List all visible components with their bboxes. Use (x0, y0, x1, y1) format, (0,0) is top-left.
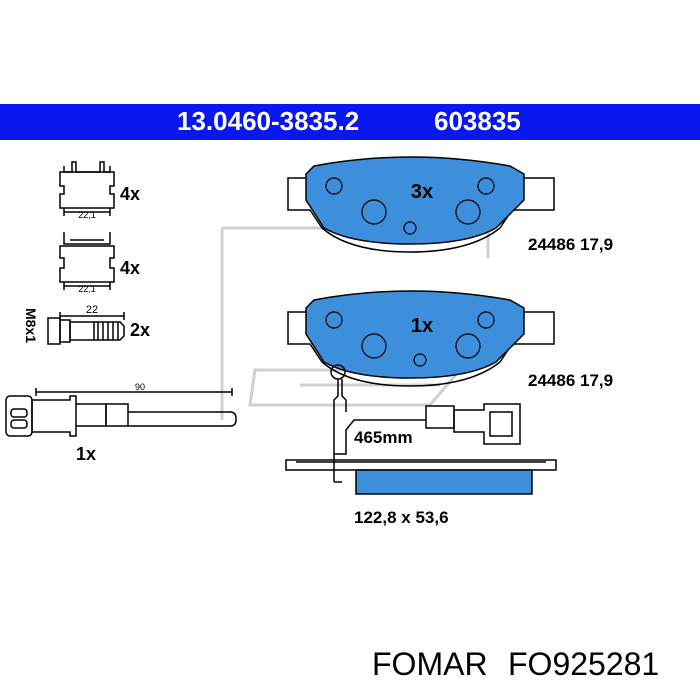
retaining-clip-a (59, 161, 115, 216)
product-code: FO925281 (508, 646, 660, 682)
sensor-dimension: 90 (135, 382, 145, 392)
clip-a-dimension: 22,1 (78, 210, 96, 220)
outer-pad-spec: 24486 17,9 (528, 235, 613, 254)
clip-b-dimension: 22,1 (78, 284, 96, 294)
brand-name: FOMAR (372, 646, 488, 682)
outer-pad-quantity: 3x (411, 181, 433, 203)
inner-pad-spec: 24486 17,9 (528, 371, 613, 390)
product-footer: FOMAR FO925281 (0, 640, 700, 690)
part-number: 13.0460-3835.2 (177, 106, 360, 136)
alt-part-number: 603835 (434, 106, 521, 136)
sensor-quantity: 1x (76, 444, 96, 464)
part-number-banner: 13.0460-3835.2 603835 (0, 104, 700, 140)
brake-pad-outer (287, 156, 555, 253)
retaining-clip-b (59, 232, 115, 290)
brake-pad-inner (287, 290, 555, 387)
clip-a-quantity: 4x (120, 184, 140, 204)
pad-sensor-cable (330, 364, 521, 455)
pad-side-view (285, 454, 557, 495)
inner-pad-quantity: 1x (411, 315, 433, 337)
clip-b-quantity: 4x (120, 258, 140, 278)
bolt-quantity: 2x (130, 320, 150, 340)
bolt-thread-label: M8x1 (23, 308, 39, 343)
guide-bolt (47, 312, 125, 345)
wear-sensor (5, 388, 237, 437)
cable-length-label: 465mm (354, 428, 413, 447)
bolt-dimension: 22 (86, 304, 98, 316)
pad-dimensions: 122,8 x 53,6 (354, 508, 449, 527)
